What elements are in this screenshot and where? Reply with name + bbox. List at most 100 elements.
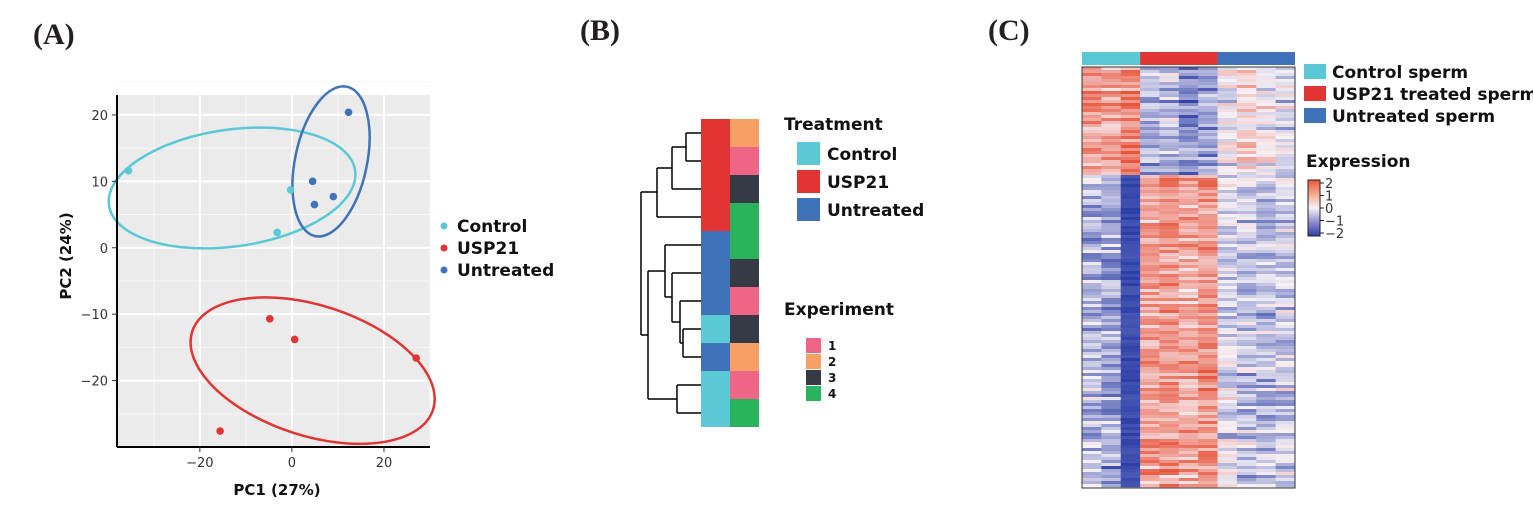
heatmap-cell [1217,184,1238,188]
heatmap-cell [1178,112,1199,116]
heatmap-cell [1275,406,1296,410]
heatmap-cell [1236,424,1257,428]
heatmap-cell [1236,91,1257,95]
heatmap-cell [1082,145,1102,149]
heatmap-cell [1140,391,1160,395]
heatmap-cell [1101,169,1122,173]
heatmap-cell [1275,319,1296,323]
heatmap-cell [1256,391,1277,395]
heatmap-cell [1082,223,1102,227]
heatmap-cell [1198,388,1219,392]
heatmap-cell [1140,373,1160,377]
heatmap-cell [1275,232,1296,236]
heatmap-cell [1275,454,1296,458]
heatmap-cell [1178,340,1199,344]
heatmap-cell [1236,328,1257,332]
heatmap-cell [1275,142,1296,146]
heatmap-cell [1120,121,1141,125]
heatmap-cell [1275,478,1296,482]
heatmap-cell [1101,256,1122,260]
heatmap-cell [1178,424,1199,428]
heatmap-cells [1082,67,1296,488]
heatmap-cell [1082,118,1102,122]
heatmap-cell [1120,304,1141,308]
heatmap-cell [1275,343,1296,347]
heatmap-cell [1256,217,1277,221]
heatmap-cell [1140,91,1160,95]
heatmap-cell [1236,301,1257,305]
heatmap-cell [1236,190,1257,194]
heatmap-cell [1275,448,1296,452]
heatmap-cell [1217,310,1238,314]
heatmap-cell [1140,304,1160,308]
heatmap-cell [1198,214,1219,218]
heatmap-cell [1236,145,1257,149]
heatmap-cell [1275,307,1296,311]
heatmap-cell [1198,97,1219,101]
heatmap-cell [1082,460,1102,464]
heatmap-cell [1178,463,1199,467]
heatmap-cell [1236,271,1257,275]
heatmap-cell [1082,451,1102,455]
heatmap-cell [1256,145,1277,149]
heatmap-cell [1275,340,1296,344]
heatmap-cell [1140,160,1160,164]
heatmap-cell [1140,142,1160,146]
heatmap-cell [1198,460,1219,464]
heatmap-cell [1140,100,1160,104]
heatmap-cell [1178,250,1199,254]
heatmap-cell [1159,391,1180,395]
heatmap-cell [1178,391,1199,395]
heatmap-cell [1236,466,1257,470]
heatmap-cell [1256,226,1277,230]
heatmap-cell [1275,199,1296,203]
heatmap-cell [1217,379,1238,383]
heatmap-cell [1217,433,1238,437]
heatmap-cell [1101,478,1122,482]
heatmap-cell [1275,67,1296,71]
heatmap-cell [1082,400,1102,404]
heatmap-cell [1101,334,1122,338]
heatmap-cell [1198,145,1219,149]
heatmap-cell [1082,445,1102,449]
heatmap-cell [1140,349,1160,353]
heatmap-cell [1275,214,1296,218]
heatmap-cell [1198,133,1219,137]
heatmap-cell [1159,232,1180,236]
heatmap-cell [1082,457,1102,461]
heatmap-cell [1256,94,1277,98]
heatmap-cell [1236,469,1257,473]
heatmap-cell [1140,220,1160,224]
heatmap-cell [1178,226,1199,230]
heatmap-cell [1198,70,1219,74]
heatmap-cell [1275,256,1296,260]
heatmap-cell [1217,142,1238,146]
heatmap-cell [1275,349,1296,353]
heatmap-cell [1275,484,1296,488]
heatmap-cell [1101,106,1122,110]
heatmap-cell [1275,355,1296,359]
treatment-cell [701,343,730,371]
heatmap-cell [1256,205,1277,209]
heatmap-cell [1217,286,1238,290]
heatmap-cell [1120,439,1141,443]
heatmap-cell [1178,130,1199,134]
heatmap-cell [1236,178,1257,182]
heatmap-cell [1082,262,1102,266]
heatmap-cell [1140,193,1160,197]
heatmap-cell [1140,70,1160,74]
heatmap-cell [1198,397,1219,401]
heatmap-cell [1159,403,1180,407]
heatmap-cell [1198,283,1219,287]
heatmap-cell [1120,292,1141,296]
heatmap-cell [1140,292,1160,296]
heatmap-cell [1101,250,1122,254]
heatmap-cell [1159,145,1180,149]
heatmap-cell [1178,328,1199,332]
heatmap-cell [1256,136,1277,140]
heatmap-cell [1159,472,1180,476]
heatmap-cell [1140,463,1160,467]
heatmap-cell [1275,373,1296,377]
heatmap-cell [1178,319,1199,323]
